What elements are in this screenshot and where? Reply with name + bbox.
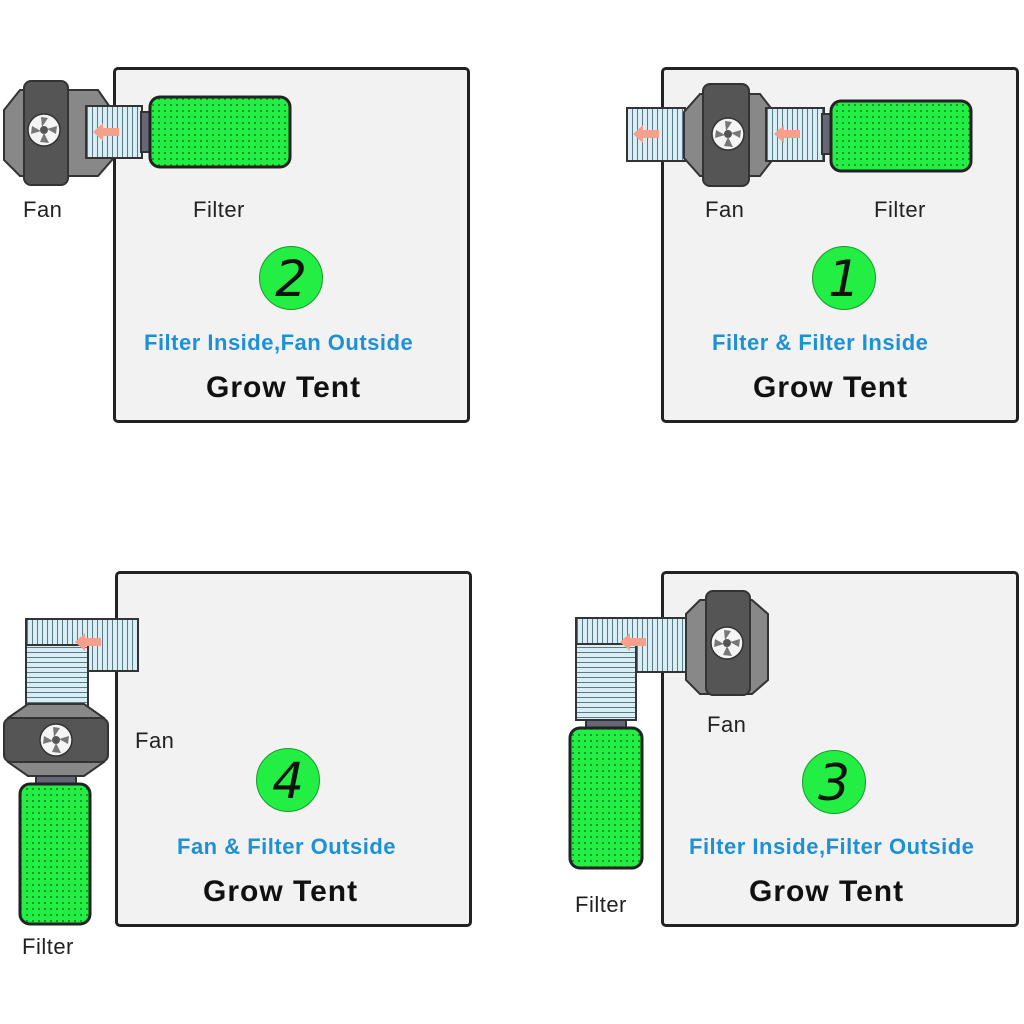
duct-icon <box>25 618 139 716</box>
panel-caption: Filter Inside,Filter Outside <box>689 834 975 859</box>
panel-title: Grow Tent <box>203 875 359 908</box>
fan-label: Fan <box>707 712 747 737</box>
panel-number-badge: 2 <box>259 246 323 310</box>
panel-3-equipment <box>568 590 769 870</box>
filter-label: Filter <box>22 934 74 959</box>
fan-label: Fan <box>135 728 175 753</box>
panel-caption: Filter & Filter Inside <box>712 330 929 355</box>
panel-2-equipment <box>3 80 292 186</box>
filter-icon <box>18 782 92 926</box>
filter-icon <box>829 99 973 173</box>
panel-caption: Fan & Filter Outside <box>177 834 397 859</box>
panel-title: Grow Tent <box>749 875 905 908</box>
fan-icon <box>685 590 769 696</box>
panel-caption: Filter Inside,Fan Outside <box>144 330 414 355</box>
filter-label: Filter <box>193 197 245 222</box>
fan-label: Fan <box>705 197 745 222</box>
filter-label: Filter <box>874 197 926 222</box>
fan-label: Fan <box>23 197 63 222</box>
panel-number-badge: 1 <box>812 246 876 310</box>
panel-title: Grow Tent <box>753 371 909 404</box>
panel-title: Grow Tent <box>206 371 362 404</box>
panel-number-badge: 4 <box>256 748 320 812</box>
panel-4-equipment <box>3 618 139 926</box>
panel-number-badge: 3 <box>802 750 866 814</box>
filter-icon <box>568 726 644 870</box>
fan-icon <box>683 83 775 187</box>
filter-label: Filter <box>575 892 627 917</box>
fan-icon <box>3 703 109 777</box>
duct-icon <box>575 617 687 721</box>
panel-1-equipment <box>626 83 973 187</box>
filter-icon <box>148 95 292 169</box>
